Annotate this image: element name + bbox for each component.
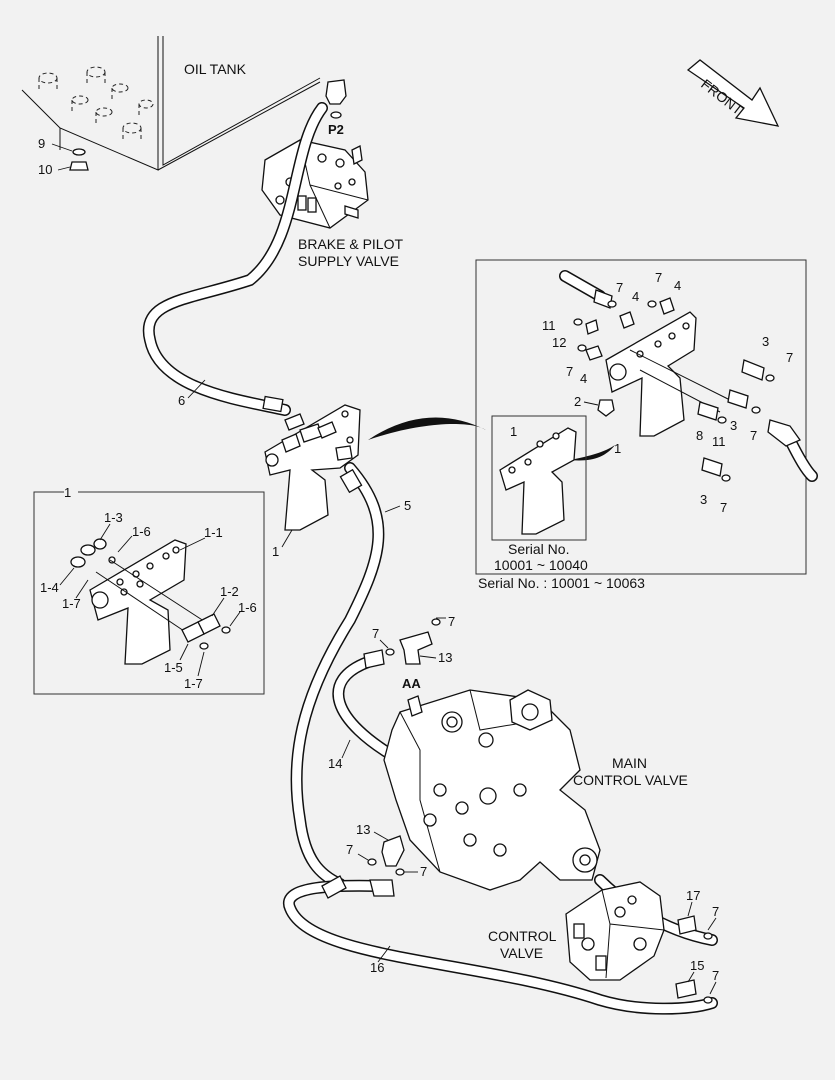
callout-r2: 2 (574, 394, 581, 409)
callout-m7e: 7 (712, 904, 719, 919)
callout-r7b: 7 (655, 270, 662, 285)
callout-9: 9 (38, 136, 45, 151)
callout-1-main: 1 (272, 544, 279, 559)
callout-m7a: 7 (448, 614, 455, 629)
main-control-caption-2: CONTROL VALVE (573, 772, 688, 788)
bracket-1 (264, 404, 361, 531)
callout-r4b: 4 (674, 278, 681, 293)
serial-inset-2: 10001 ~ 10040 (494, 557, 588, 573)
oil-tank-caption: OIL TANK (184, 61, 247, 77)
left-inset: 1 1-3 1-6 1-1 1-4 1-7 1-2 1-6 1-5 1-7 (33, 485, 265, 695)
tee-13-upper (399, 631, 433, 665)
right-inset: 1 Serial No. 10001 ~ 10040 7 7 4 4 11 12… (475, 259, 818, 575)
oring-9 (72, 148, 86, 156)
callout-r1a: 1 (510, 424, 517, 439)
callout-r7e: 7 (750, 428, 757, 443)
control-valve-caption-1: CONTROL (488, 928, 557, 944)
main-control-valve: AA MAIN CONTROL VALVE (383, 676, 688, 891)
callout-r7f: 7 (720, 500, 727, 515)
callout-1-5: 1-5 (164, 660, 183, 675)
callout-r11b: 11 (712, 434, 726, 449)
front-arrow: FRONT (686, 59, 780, 127)
callout-1-6a: 1-6 (132, 524, 151, 539)
tee-13-lower (381, 835, 405, 867)
control-valve: CONTROL VALVE 17 7 15 7 (488, 881, 719, 1004)
callout-1-7b: 1-7 (184, 676, 203, 691)
callout-m7d: 7 (420, 864, 427, 879)
main-callouts-upper: 6 1 5 (178, 379, 411, 559)
callout-m7f: 7 (712, 968, 719, 983)
detail-pointer-upper (368, 417, 486, 440)
callout-m7c: 7 (346, 842, 353, 857)
brake-pilot-caption-1: BRAKE & PILOT (298, 236, 403, 252)
callout-r7c: 7 (566, 364, 573, 379)
callout-r11a: 11 (542, 318, 556, 333)
port-p2-label: P2 (328, 122, 344, 137)
callout-1-2: 1-2 (220, 584, 239, 599)
callout-r8: 8 (696, 428, 703, 443)
callout-r3b: 3 (730, 418, 737, 433)
callout-r12: 12 (552, 335, 566, 350)
callout-r3a: 3 (762, 334, 769, 349)
callout-m15: 15 (690, 958, 704, 973)
callout-10: 10 (38, 162, 52, 177)
main-control-caption-1: MAIN (612, 755, 647, 771)
port-aa-label: AA (402, 676, 421, 691)
callout-1-6b: 1-6 (238, 600, 257, 615)
callout-m16: 16 (370, 960, 384, 975)
hose-6 (142, 102, 328, 416)
control-valve-caption-2: VALVE (500, 945, 543, 961)
callout-r7d: 7 (786, 350, 793, 365)
oil-tank: OIL TANK 9 10 (21, 36, 321, 177)
detail-pointer-lower (570, 445, 615, 461)
callout-m14: 14 (328, 756, 342, 771)
callout-m13a: 13 (438, 650, 452, 665)
callout-m7b: 7 (372, 626, 379, 641)
callout-m17: 17 (686, 888, 700, 903)
callout-r1b: 1 (614, 441, 621, 456)
mcv-fittings: 7 7 13 14 13 7 7 16 (321, 614, 455, 975)
callout-r4a: 4 (632, 289, 639, 304)
hose-16 (283, 879, 718, 1015)
callout-r3c: 3 (700, 492, 707, 507)
hose-5 (290, 462, 385, 890)
brake-pilot-caption-2: SUPPLY VALVE (298, 253, 399, 269)
callout-6: 6 (178, 393, 185, 408)
serial-inset-1: Serial No. (508, 541, 569, 557)
callout-5: 5 (404, 498, 411, 513)
callout-r7a: 7 (616, 280, 623, 295)
callout-1-inset-head: 1 (64, 485, 71, 500)
plug-10 (69, 161, 89, 171)
callout-1-1: 1-1 (204, 525, 223, 540)
callout-1-7a: 1-7 (62, 596, 81, 611)
fitting-p2 (325, 79, 347, 105)
callout-1-4: 1-4 (40, 580, 59, 595)
callout-r4c: 4 (580, 371, 587, 386)
serial-range: Serial No. : 10001 ~ 10063 (478, 575, 645, 591)
callout-1-3: 1-3 (104, 510, 123, 525)
callout-m13b: 13 (356, 822, 370, 837)
